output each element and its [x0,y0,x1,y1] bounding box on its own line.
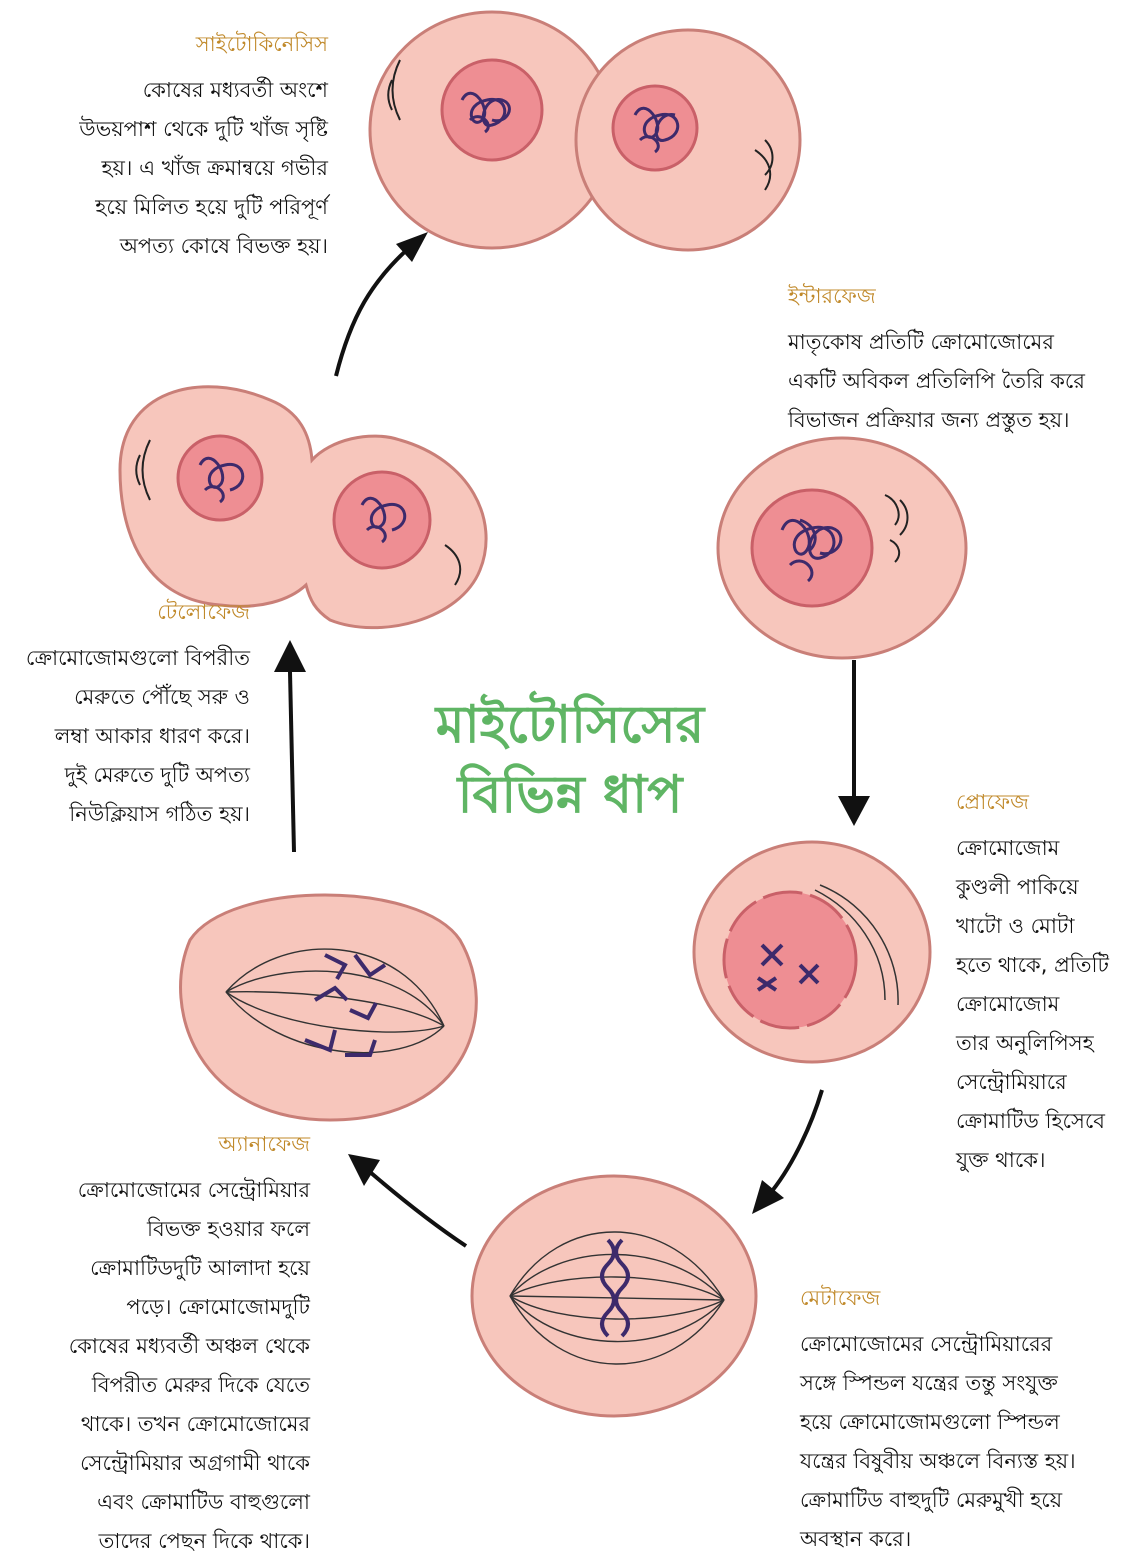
desc-line: হতে থাকে, প্রতিটি [956,946,1136,985]
desc-line: তাদের পেছন দিকে থাকে। [4,1522,310,1561]
title-line-1: মাইটোসিসের [390,690,750,760]
desc-line: ক্রোমাটিডদুটি আলাদা হয়ে [4,1249,310,1288]
arrow-head [838,796,870,826]
diagram-title: মাইটোসিসের বিভিন্ন ধাপ [390,690,750,830]
cytokinesis-cells [370,12,800,250]
cytokinesis-text: সাইটোকিনেসিস কোষের মধ্যবর্তী অংশে উভয়পা… [8,28,328,266]
arrow-to-anaphase [370,1172,466,1246]
title-line-2: বিভিন্ন ধাপ [390,760,750,830]
desc-line: পড়ে। ক্রোমোজোমদুটি [4,1288,310,1327]
telophase-cell [120,387,486,628]
arrow-head [348,1154,380,1186]
desc-line: কুণ্ডলী পাকিয়ে [956,868,1136,907]
arrow-to-telophase [290,672,294,852]
desc-line: তার অনুলিপিসহ [956,1024,1136,1063]
desc-line: একটি অবিকল প্রতিলিপি তৈরি করে [788,362,1138,401]
desc-line: যন্ত্রের বিষুবীয় অঞ্চলে বিন্যস্ত হয়। [800,1442,1136,1481]
desc-line: যুক্ত থাকে। [956,1141,1136,1180]
desc-line: সেন্ট্রোমিয়ারে [956,1063,1136,1102]
desc-line: ক্রোমোজোমগুলো বিপরীত [4,639,250,678]
arrow-head [274,640,306,672]
arrow-to-cytokinesis [336,240,418,376]
desc-line: বিভাজন প্রক্রিয়ার জন্য প্রস্তুত হয়। [788,401,1138,440]
anaphase-title: অ্যানাফেজ [4,1128,310,1163]
desc-line: কোষের মধ্যবর্তী অংশে [8,71,328,110]
desc-line: উভয়পাশ থেকে দুটি খাঁজ সৃষ্টি [8,110,328,149]
desc-line: মেরুতে পৌঁছে সরু ও [4,678,250,717]
desc-line: হয়। এ খাঁজ ক্রমান্বয়ে গভীর [8,149,328,188]
desc-line: কোষের মধ্যবর্তী অঞ্চল থেকে [4,1327,310,1366]
arrow-head [752,1180,784,1214]
desc-line: সঙ্গে স্পিন্ডল যন্ত্রের তন্তু সংযুক্ত [800,1364,1136,1403]
arrow-to-metaphase [768,1090,822,1196]
interphase-text: ইন্টারফেজ মাতৃকোষ প্রতিটি ক্রোমোজোমের এক… [788,280,1138,440]
metaphase-cell [472,1176,756,1416]
desc-line: ক্রোমোজোম [956,829,1136,868]
desc-line: ক্রোমোজোম [956,985,1136,1024]
desc-line: নিউক্লিয়াস গঠিত হয়। [4,795,250,834]
prophase-title: প্রোফেজ [956,786,1136,821]
desc-line: হয়ে ক্রোমোজোমগুলো স্পিন্ডল [800,1403,1136,1442]
desc-line: হয়ে মিলিত হয়ে দুটি পরিপূর্ণ [8,188,328,227]
anaphase-text: অ্যানাফেজ ক্রোমোজোমের সেন্ট্রোমিয়ার বিভ… [4,1128,310,1561]
metaphase-text: মেটাফেজ ক্রোমোজোমের সেন্ট্রোমিয়ারের সঙ্… [800,1282,1136,1559]
telophase-text: টেলোফেজ ক্রোমোজোমগুলো বিপরীত মেরুতে পৌঁছ… [4,596,250,834]
desc-line: অবস্থান করে। [800,1520,1136,1559]
desc-line: খাটো ও মোটা [956,907,1136,946]
desc-line: বিপরীত মেরুর দিকে যেতে [4,1366,310,1405]
desc-line: মাতৃকোষ প্রতিটি ক্রোমোজোমের [788,323,1138,362]
desc-line: এবং ক্রোমাটিড বাহুগুলো [4,1483,310,1522]
desc-line: ক্রোমোজোমের সেন্ট্রোমিয়ার [4,1171,310,1210]
desc-line: ক্রোমাটিড হিসেবে [956,1102,1136,1141]
desc-line: সেন্ট্রোমিয়ার অগ্রগামী থাকে [4,1444,310,1483]
interphase-cell [718,438,966,658]
telophase-title: টেলোফেজ [4,596,250,631]
prophase-text: প্রোফেজ ক্রোমোজোম কুণ্ডলী পাকিয়ে খাটো ও… [956,786,1136,1180]
desc-line: ক্রোমাটিড বাহুদুটি মেরুমুখী হয়ে [800,1481,1136,1520]
desc-line: থাকে। তখন ক্রোমোজোমের [4,1405,310,1444]
desc-line: দুই মেরুতে দুটি অপত্য [4,756,250,795]
desc-line: ক্রোমোজোমের সেন্ট্রোমিয়ারের [800,1325,1136,1364]
metaphase-title: মেটাফেজ [800,1282,1136,1317]
desc-line: লম্বা আকার ধারণ করে। [4,717,250,756]
desc-line: অপত্য কোষে বিভক্ত হয়। [8,227,328,266]
interphase-title: ইন্টারফেজ [788,280,1138,315]
desc-line: বিভক্ত হওয়ার ফলে [4,1210,310,1249]
anaphase-cell [181,895,477,1120]
prophase-cell [694,842,930,1062]
cytokinesis-title: সাইটোকিনেসিস [8,28,328,63]
